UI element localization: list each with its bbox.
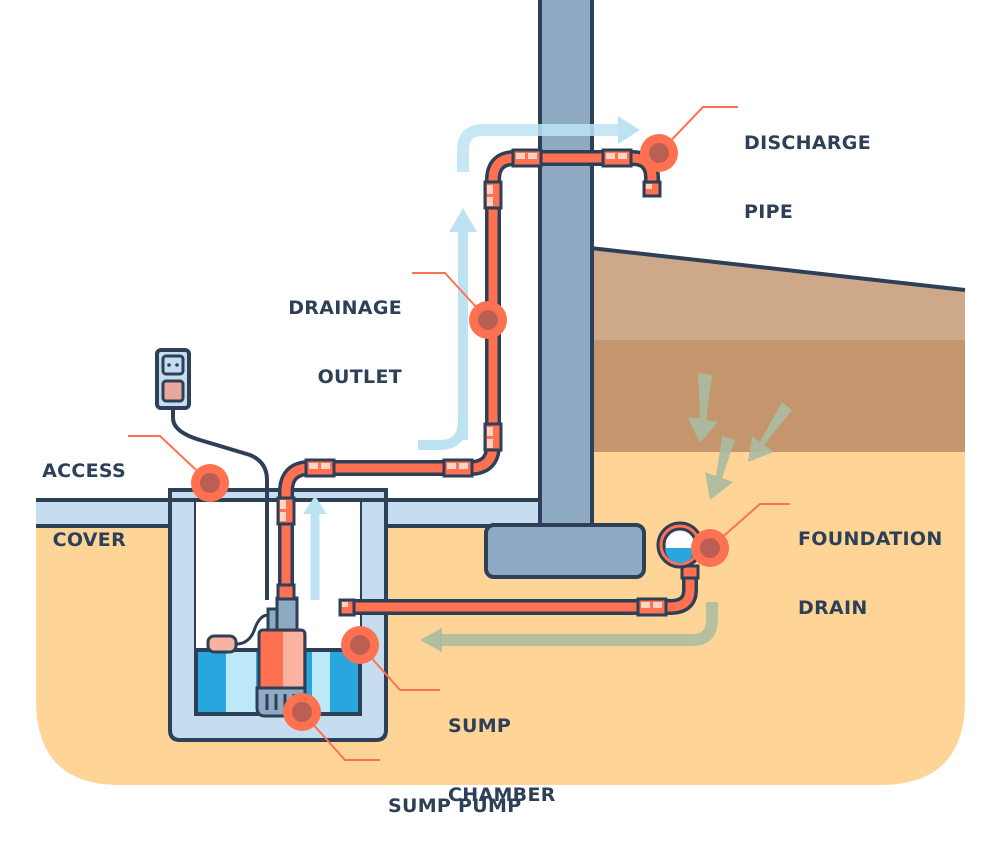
label-line: FOUNDATION: [798, 528, 943, 550]
label-line: COVER: [52, 529, 126, 551]
label-sump-pump: SUMP PUMP: [388, 749, 521, 841]
pipe-joints: [276, 148, 700, 617]
foundation-drain-pipe: [345, 572, 698, 615]
label-line: CHAMBER: [448, 784, 556, 806]
label-line: DISCHARGE: [744, 132, 871, 154]
foundation-wall: [538, 0, 594, 528]
flow-arrow-top: [457, 124, 620, 172]
power-cord: [171, 408, 269, 600]
soil-mid-layer: [590, 340, 965, 452]
groundwater-return-arrow: [440, 602, 718, 646]
label-sump-chamber: SUMP CHAMBER: [448, 669, 556, 830]
foundation-footing: [484, 523, 646, 579]
soil-top-layer: [590, 248, 965, 340]
foundation-drain-cross-section: [656, 521, 704, 569]
flow-arrow-up-pipe-head: [449, 208, 477, 232]
label-line: SUMP: [448, 715, 512, 737]
callout-lines: [128, 106, 790, 761]
ground-surface-line: [589, 246, 966, 292]
groundwater-return-head: [420, 628, 442, 652]
label-line: DRAINAGE: [288, 297, 402, 319]
label-line: OUTLET: [317, 366, 402, 388]
label-line: DRAIN: [798, 597, 868, 619]
label-line: SUMP PUMP: [388, 795, 522, 817]
label-line: ACCESS: [42, 460, 126, 482]
groundwater-arrows: [688, 373, 792, 500]
callout-markers: [191, 134, 729, 731]
label-foundation-drain: FOUNDATION DRAIN: [798, 482, 943, 643]
outlet-socket: [161, 354, 185, 376]
label-access-cover: ACCESS COVER: [20, 414, 126, 575]
flow-arrow-up-pit-head: [303, 496, 327, 514]
label-drainage-outlet: DRAINAGE OUTLET: [260, 251, 402, 412]
float-switch: [206, 634, 238, 654]
label-line: PIPE: [744, 201, 794, 223]
flow-arrow-lower-curve: [418, 419, 468, 450]
flow-arrow-top-head: [618, 116, 640, 144]
outlet-plug: [161, 379, 185, 403]
label-discharge-pipe: DISCHARGE PIPE: [744, 86, 871, 247]
water-highlight: [226, 652, 256, 712]
water-highlight-2: [312, 652, 330, 712]
